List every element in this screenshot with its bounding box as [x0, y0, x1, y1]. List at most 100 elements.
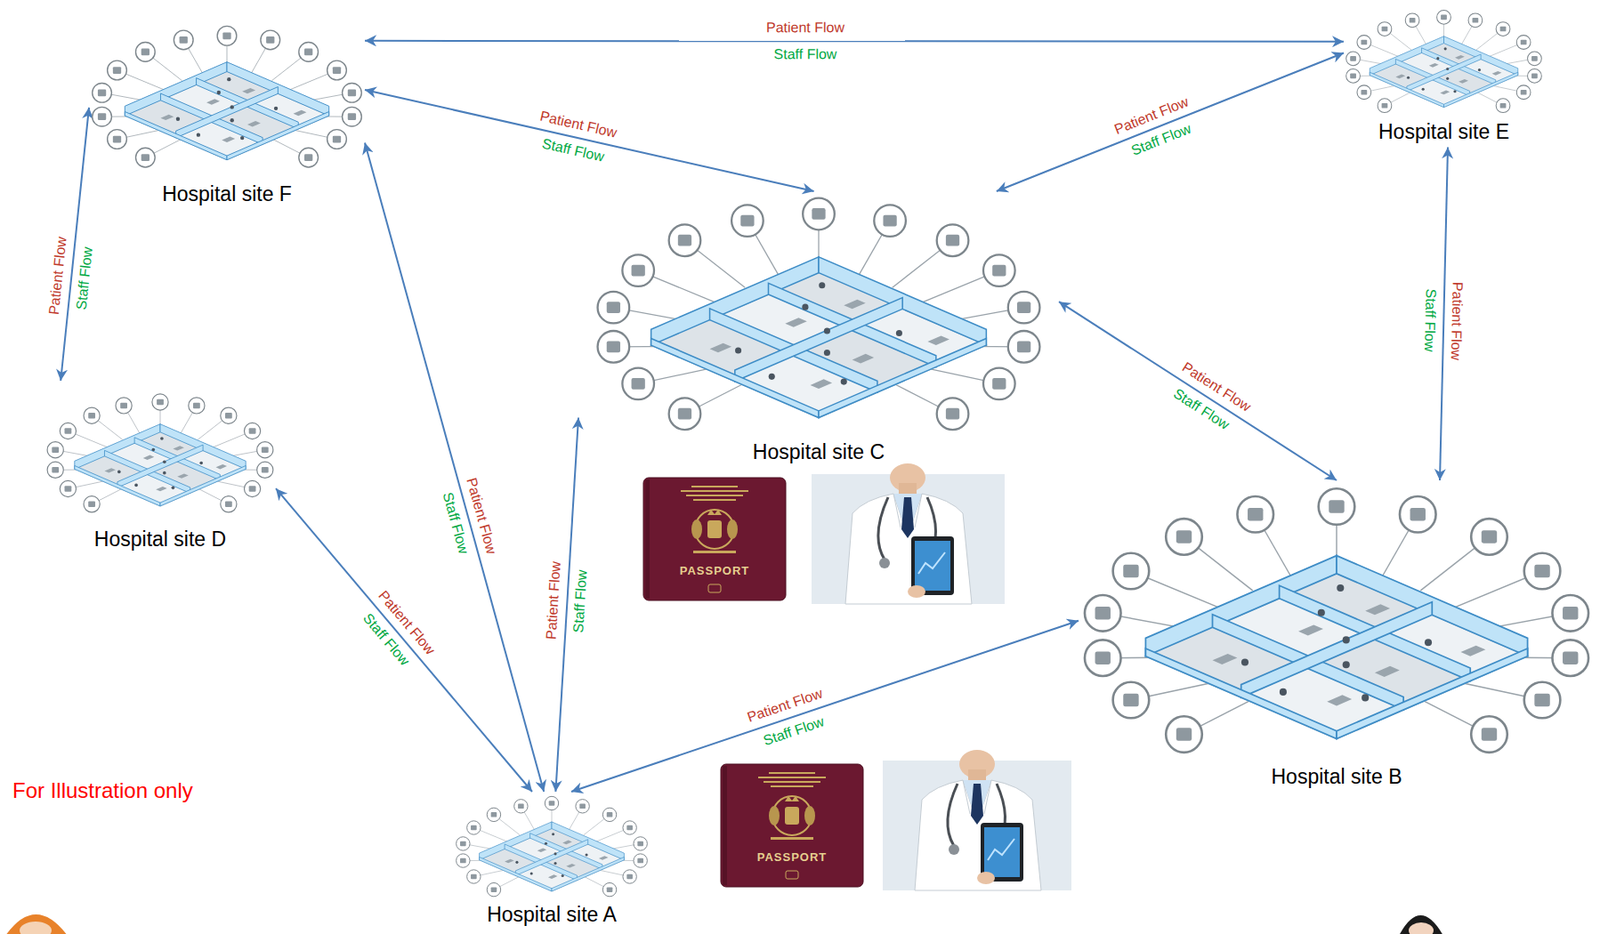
- device-icon: [1534, 565, 1550, 579]
- person-dot: [151, 448, 155, 453]
- crest-lion: [691, 519, 703, 540]
- floor: [124, 72, 329, 161]
- device-icon: [637, 858, 644, 865]
- coat-lapel: [893, 493, 922, 528]
- desk: [221, 136, 235, 142]
- picture-ground: [627, 474, 797, 605]
- passport-word: PASSPORT: [757, 850, 828, 865]
- desk: [1395, 74, 1406, 80]
- hospital-illustration: [1343, 4, 1544, 121]
- device-circle: [243, 422, 260, 439]
- doctor-tie: [901, 497, 914, 539]
- device-icon: [882, 215, 897, 227]
- flow-connector: [996, 53, 1344, 192]
- device-circle: [298, 147, 319, 168]
- device-icon: [51, 446, 59, 453]
- doctor-picture: [811, 463, 1005, 605]
- floor: [1369, 43, 1519, 108]
- desk: [1326, 694, 1352, 706]
- flow-label: Staff Flow: [761, 713, 827, 749]
- device-icon: [64, 485, 73, 493]
- site-name: Hospital site D: [94, 527, 227, 551]
- desk: [537, 848, 548, 853]
- device-circle: [1527, 69, 1543, 84]
- device-icon: [193, 403, 201, 410]
- device-icon: [579, 804, 586, 810]
- device-circle: [1495, 98, 1511, 114]
- device-icon: [1520, 89, 1528, 96]
- device-icon: [304, 48, 313, 57]
- person-dot: [226, 77, 231, 81]
- flow-label: Staff Flow: [540, 136, 606, 166]
- device-icon: [992, 265, 1006, 277]
- floor-plan: [1084, 488, 1589, 753]
- crest-motto: [693, 550, 736, 554]
- crest-unicorn: [727, 519, 738, 540]
- person-dot: [162, 471, 167, 476]
- tablet-screen: [914, 541, 951, 591]
- device-circle: [1084, 639, 1122, 677]
- passport-picture: [704, 760, 874, 891]
- person-dot: [230, 105, 235, 109]
- device-circle: [327, 60, 348, 81]
- wall: [735, 298, 903, 382]
- desk: [172, 445, 185, 451]
- tablet-screen: [984, 827, 1020, 878]
- person-face: [1408, 922, 1434, 934]
- device-icon: [1562, 606, 1578, 621]
- person-dot: [554, 852, 558, 856]
- device-icon: [678, 234, 692, 247]
- device-circle: [1437, 10, 1452, 25]
- device-circle: [983, 368, 1016, 401]
- device-circle: [1405, 13, 1420, 28]
- site-name: Hospital site B: [1270, 765, 1402, 789]
- device-icon: [332, 66, 341, 74]
- crest-shield: [784, 807, 800, 825]
- person-dot: [1317, 609, 1326, 617]
- device-circle: [1165, 518, 1203, 556]
- device-circle: [467, 870, 481, 884]
- flow-label: Staff Flow: [774, 46, 838, 63]
- person-dot: [1342, 636, 1350, 644]
- device-icon: [1409, 17, 1416, 24]
- cover-print: [686, 494, 744, 497]
- person-dot: [1453, 89, 1456, 93]
- person-dot: [230, 118, 235, 122]
- device-icon: [1017, 301, 1031, 314]
- edge-label: Patient Flow: [463, 476, 500, 557]
- doctor-hand: [977, 872, 995, 885]
- device-icon: [549, 800, 556, 807]
- desk: [1429, 63, 1439, 68]
- person-dot: [1279, 688, 1287, 696]
- flow-label: Staff Flow: [570, 570, 590, 635]
- crest-lion: [768, 806, 780, 826]
- floor-plan: [597, 198, 1041, 430]
- device-icon: [156, 399, 164, 406]
- device-circle: [937, 397, 970, 430]
- desk: [810, 379, 833, 389]
- desk: [206, 98, 220, 105]
- device-circle: [467, 821, 481, 835]
- device-circle: [1008, 291, 1041, 324]
- floor-plan: [1346, 10, 1543, 114]
- desk: [1365, 604, 1390, 615]
- device-circle: [1346, 51, 1361, 66]
- person-dot: [1241, 658, 1249, 666]
- device-circle: [1516, 85, 1531, 100]
- device-circle: [622, 821, 637, 835]
- device-icon: [222, 32, 231, 40]
- edge-label: Patient Flow: [543, 560, 565, 640]
- person-dot: [240, 136, 244, 140]
- device-circle: [152, 394, 169, 411]
- device-circle: [59, 422, 76, 439]
- device-icon: [88, 501, 96, 509]
- device-icon: [811, 208, 825, 220]
- device-circle: [622, 870, 637, 884]
- screen-chart: [987, 839, 1015, 861]
- person-dot: [1342, 661, 1350, 669]
- desk: [1460, 646, 1486, 657]
- desk: [548, 874, 558, 880]
- desk: [1458, 79, 1469, 84]
- person-dot: [768, 373, 776, 380]
